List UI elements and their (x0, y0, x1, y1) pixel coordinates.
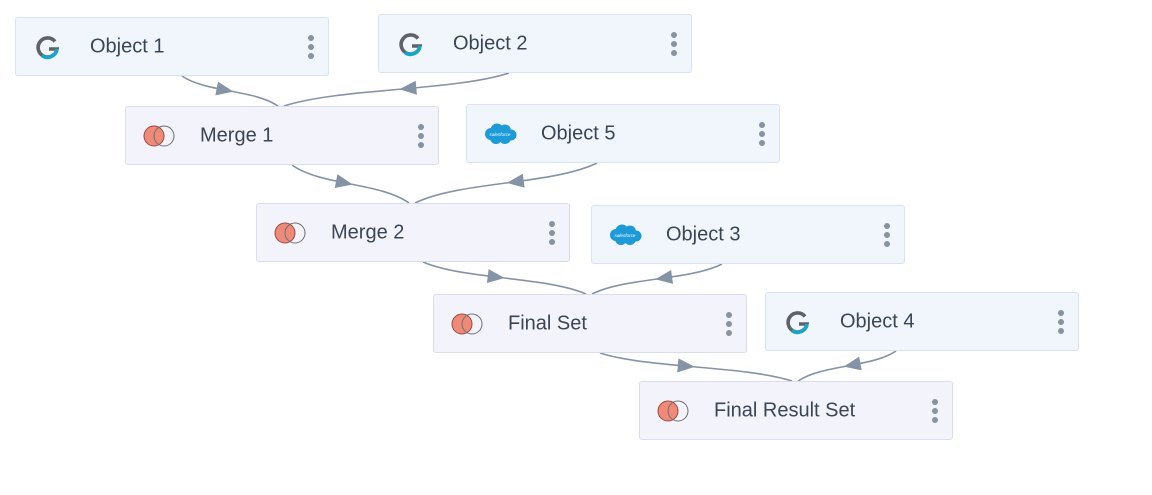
salesforce-icon: salesforce (606, 222, 644, 248)
arrowhead-icon (655, 269, 674, 284)
salesforce-wordmark: salesforce (490, 132, 511, 137)
edge-final-set-to-final-result-set (599, 352, 793, 382)
node-label: Merge 2 (331, 221, 405, 243)
node-object-4[interactable]: Object 4 (765, 292, 1079, 351)
more-vertical-icon[interactable] (1054, 307, 1068, 337)
more-vertical-icon[interactable] (928, 396, 942, 426)
node-label: Object 3 (666, 223, 741, 245)
arrowhead-icon (486, 269, 505, 283)
more-vertical-icon[interactable] (304, 32, 318, 62)
more-vertical-icon[interactable] (414, 121, 428, 151)
arrowhead-icon (215, 81, 234, 96)
node-final-set[interactable]: Final Set (433, 294, 747, 353)
edge-object-1-to-merge-1 (181, 75, 279, 107)
node-label: Object 5 (541, 122, 616, 144)
edge-merge-2-to-final-set (422, 261, 587, 295)
arrowhead-icon (399, 80, 417, 95)
node-label: Object 4 (840, 310, 915, 332)
more-vertical-icon[interactable] (667, 29, 681, 59)
node-label: Final Set (508, 312, 587, 334)
node-object-1[interactable]: Object 1 (15, 17, 329, 76)
more-vertical-icon[interactable] (880, 220, 894, 250)
google-icon (780, 309, 818, 335)
google-icon (393, 31, 431, 57)
node-merge-1[interactable]: Merge 1 (125, 106, 439, 165)
arrowhead-icon (334, 174, 353, 189)
more-vertical-icon[interactable] (722, 309, 736, 339)
edge-object-3-to-final-set (591, 263, 723, 295)
merge-venn-icon (140, 123, 178, 149)
edge-merge-1-to-merge-2 (291, 164, 410, 204)
node-label: Merge 1 (200, 124, 274, 146)
node-object-3[interactable]: salesforce Object 3 (591, 205, 905, 264)
edge-object-4-to-final-result-set (797, 350, 897, 382)
node-object-5[interactable]: salesforce Object 5 (466, 104, 780, 163)
merge-venn-icon (654, 398, 692, 424)
more-vertical-icon[interactable] (755, 119, 769, 149)
arrowhead-icon (843, 356, 862, 371)
arrowhead-icon (506, 173, 525, 188)
node-label: Final Result Set (714, 399, 856, 421)
node-object-2[interactable]: Object 2 (378, 14, 692, 73)
google-icon (30, 34, 68, 60)
node-final-result-set[interactable]: Final Result Set (639, 381, 953, 440)
merge-venn-icon (271, 220, 309, 246)
edge-object-2-to-merge-1 (283, 72, 510, 107)
salesforce-wordmark: salesforce (615, 233, 636, 238)
edge-object-5-to-merge-2 (414, 162, 598, 204)
node-label: Object 1 (90, 35, 165, 57)
node-label: Object 2 (453, 32, 528, 54)
node-merge-2[interactable]: Merge 2 (256, 203, 570, 262)
more-vertical-icon[interactable] (545, 218, 559, 248)
arrowhead-icon (677, 358, 695, 373)
salesforce-icon: salesforce (481, 121, 519, 147)
merge-venn-icon (448, 311, 486, 337)
